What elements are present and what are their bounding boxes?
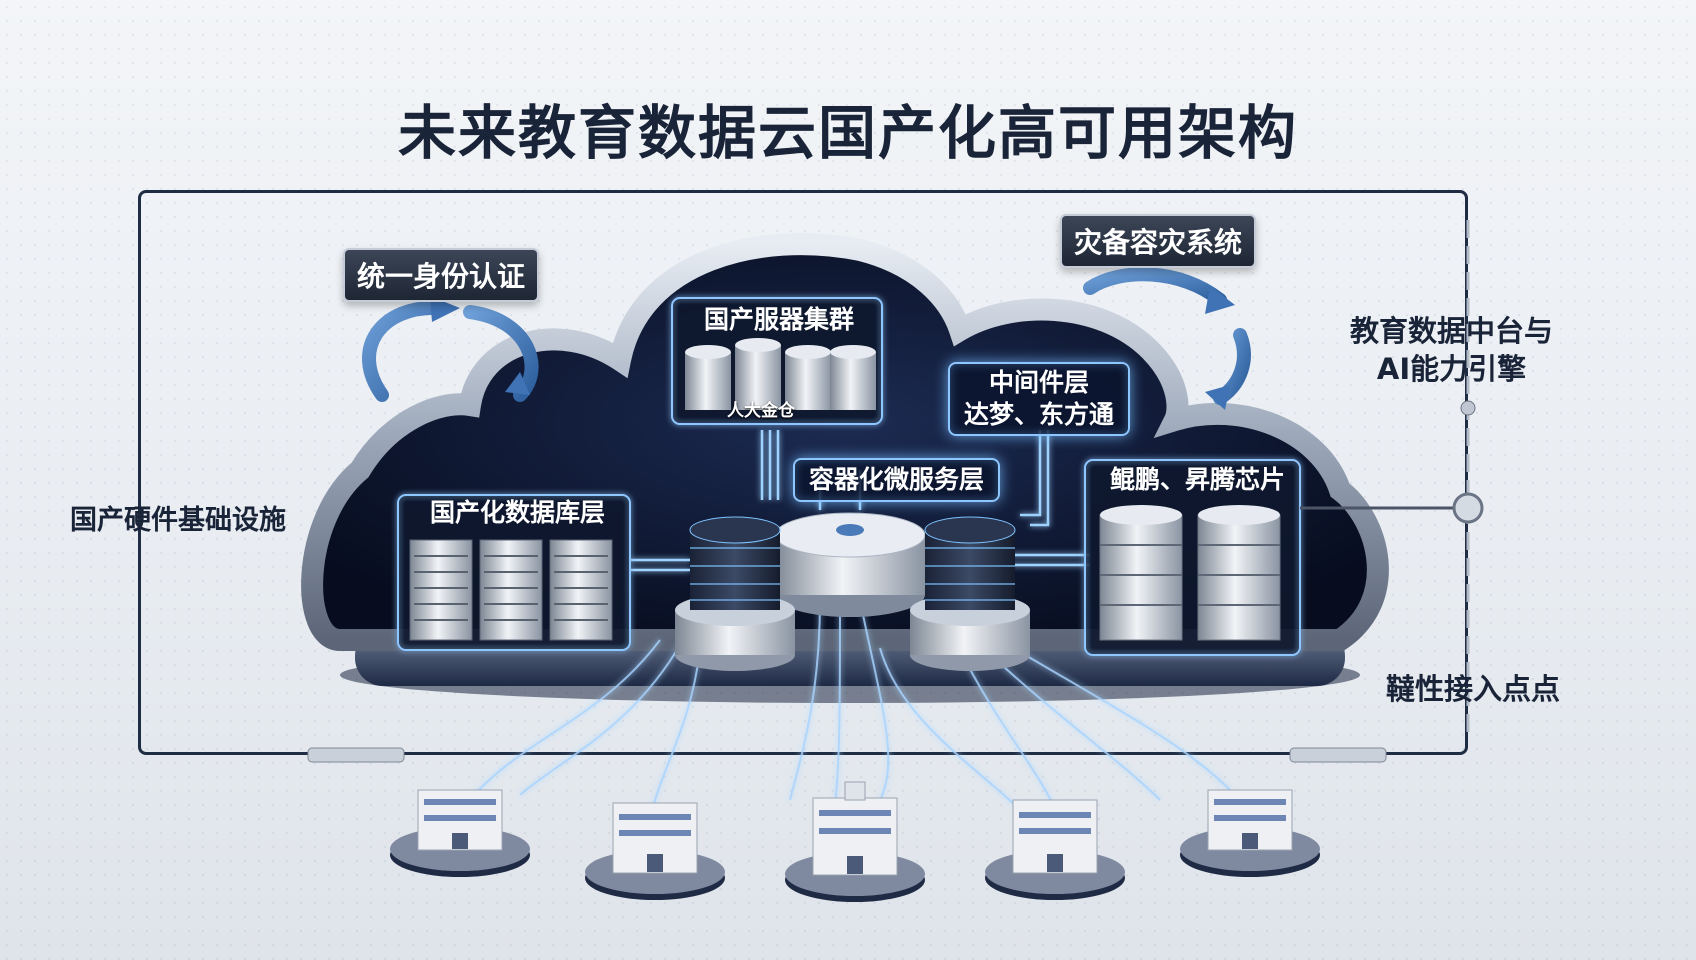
container-layer-label: 容器化微服务层 (793, 458, 1001, 502)
right-top-label: 教育数据中台与 AI能力引擎 (1350, 312, 1553, 389)
frame-connector-left (307, 747, 405, 763)
container-platform (774, 512, 926, 617)
middleware-label-line1: 中间件层 (989, 368, 1090, 397)
chip-panel (1084, 459, 1301, 656)
network-lines (469, 599, 1231, 821)
server-cluster-panel (671, 297, 883, 425)
right-bottom-label: 韃性接入点点 (1386, 672, 1561, 706)
right-top-label-line2: AI能力引擎 (1376, 352, 1527, 387)
page-title: 未来教育数据云国产化高可用架构 (397, 99, 1298, 167)
arrow-heads (430, 286, 1235, 410)
right-connector (1300, 220, 1484, 740)
server-sub-label: 人大金仓 (727, 401, 795, 421)
database-stack-right (910, 516, 1030, 671)
database-stack-left (675, 516, 795, 671)
auth-label: 统一身份认证 (343, 248, 540, 302)
database-rack-panel (397, 494, 631, 651)
chip-label: 鲲鹏、昇腾芯片 (1110, 465, 1286, 494)
disaster-recovery-label: 灾备容灾系统 (1060, 214, 1257, 268)
middleware-label: 中间件层 达梦、东方通 (948, 362, 1131, 436)
right-top-label-line1: 教育数据中台与 (1350, 314, 1554, 348)
server-cluster-label: 国产服器集群 (704, 305, 855, 334)
cycle-arrow-icon (362, 267, 1251, 405)
rack-server-icon (409, 539, 613, 641)
database-layer-label: 国产化数据库层 (430, 498, 606, 527)
school-building-icon (390, 781, 1320, 902)
server-stack-icon (685, 338, 876, 410)
middleware-label-line2: 达梦、东方通 (964, 400, 1115, 429)
frame-connector-right (1289, 747, 1387, 763)
architecture-frame (138, 190, 1468, 755)
left-side-label: 国产硬件基础设施 (70, 505, 286, 536)
